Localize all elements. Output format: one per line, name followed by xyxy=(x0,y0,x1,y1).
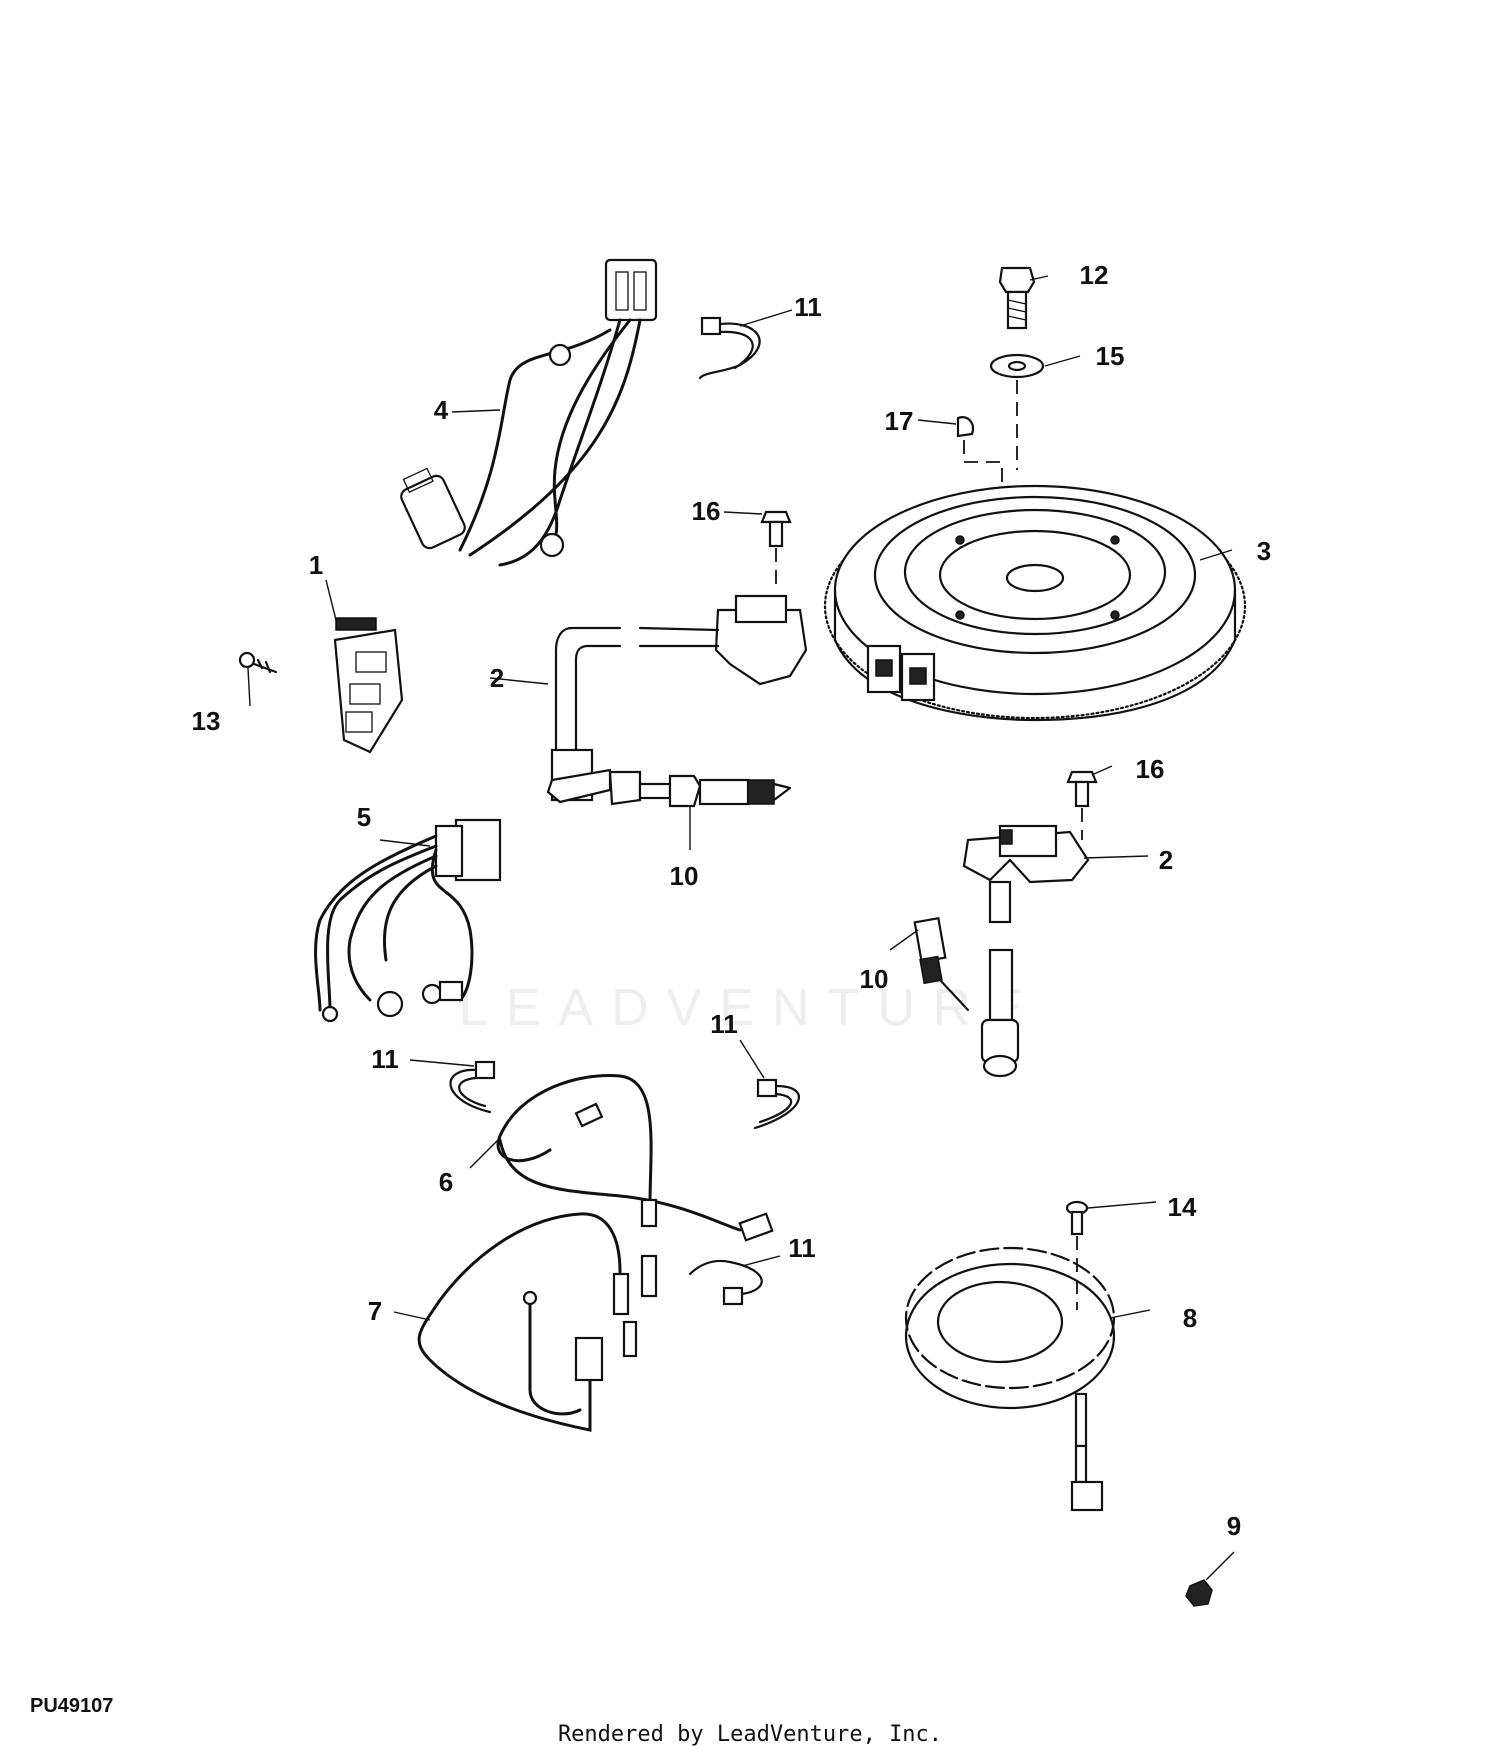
part-16-screw-top xyxy=(760,510,792,590)
callout-10-right: 10 xyxy=(859,964,889,994)
part-16-screw-right xyxy=(1066,770,1098,840)
callout-1: 1 xyxy=(308,550,324,580)
footer-credit: Rendered by LeadVenture, Inc. xyxy=(557,1722,943,1747)
callout-8: 8 xyxy=(1182,1303,1198,1333)
part-5-wire-harness xyxy=(314,818,502,1023)
callout-11-right: 11 xyxy=(710,1009,738,1039)
callout-6: 6 xyxy=(438,1167,454,1197)
part-4-wiring-harness xyxy=(400,258,658,567)
callout-4: 4 xyxy=(433,395,449,425)
part-2-ignition-module-right xyxy=(962,824,1090,1078)
part-11-clip-bottom xyxy=(688,1259,763,1306)
callout-13: 13 xyxy=(191,706,221,736)
callout-2-right: 2 xyxy=(1158,845,1174,875)
callout-17: 17 xyxy=(884,406,914,436)
watermark: LEADVENTURE xyxy=(458,979,1042,1037)
leader-lines xyxy=(247,275,1235,1581)
callout-16-right: 16 xyxy=(1135,754,1165,784)
part-11-clip-right xyxy=(753,1078,800,1130)
part-10-spark-plug-right xyxy=(913,916,970,1012)
part-7-wire-harness xyxy=(417,1212,638,1432)
callout-11-top: 11 xyxy=(794,292,822,322)
part-2-ignition-module-center xyxy=(546,594,808,806)
callout-9: 9 xyxy=(1226,1511,1242,1541)
part-13-screw xyxy=(238,651,278,674)
callout-7: 7 xyxy=(367,1296,383,1326)
callout-10-center: 10 xyxy=(669,861,699,891)
part-9-nut xyxy=(1185,1579,1213,1607)
part-15-washer-hole xyxy=(1007,360,1027,372)
callout-2-center: 2 xyxy=(489,663,505,693)
callout-3: 3 xyxy=(1256,536,1272,566)
part-3-flywheel xyxy=(823,484,1247,722)
part-8-stator xyxy=(904,1246,1116,1512)
part-10-spark-plug-center xyxy=(638,774,792,808)
callout-11-left: 11 xyxy=(371,1044,399,1074)
part-17-key xyxy=(956,416,975,438)
callout-16-top: 16 xyxy=(691,496,721,526)
part-12-bolt xyxy=(998,266,1036,330)
part-14-screw xyxy=(1065,1200,1089,1310)
part-11-clip-left xyxy=(449,1060,496,1114)
callout-11-bottom: 11 xyxy=(788,1233,816,1263)
callout-15: 15 xyxy=(1095,341,1125,371)
part-6-wire-harness xyxy=(496,1073,774,1298)
callout-14: 14 xyxy=(1167,1192,1197,1222)
callout-5: 5 xyxy=(356,802,372,832)
figure-id: PU49107 xyxy=(30,1695,114,1717)
part-11-clip-top xyxy=(698,316,761,380)
callout-12: 12 xyxy=(1079,260,1109,290)
part-1-rectifier xyxy=(333,617,404,754)
